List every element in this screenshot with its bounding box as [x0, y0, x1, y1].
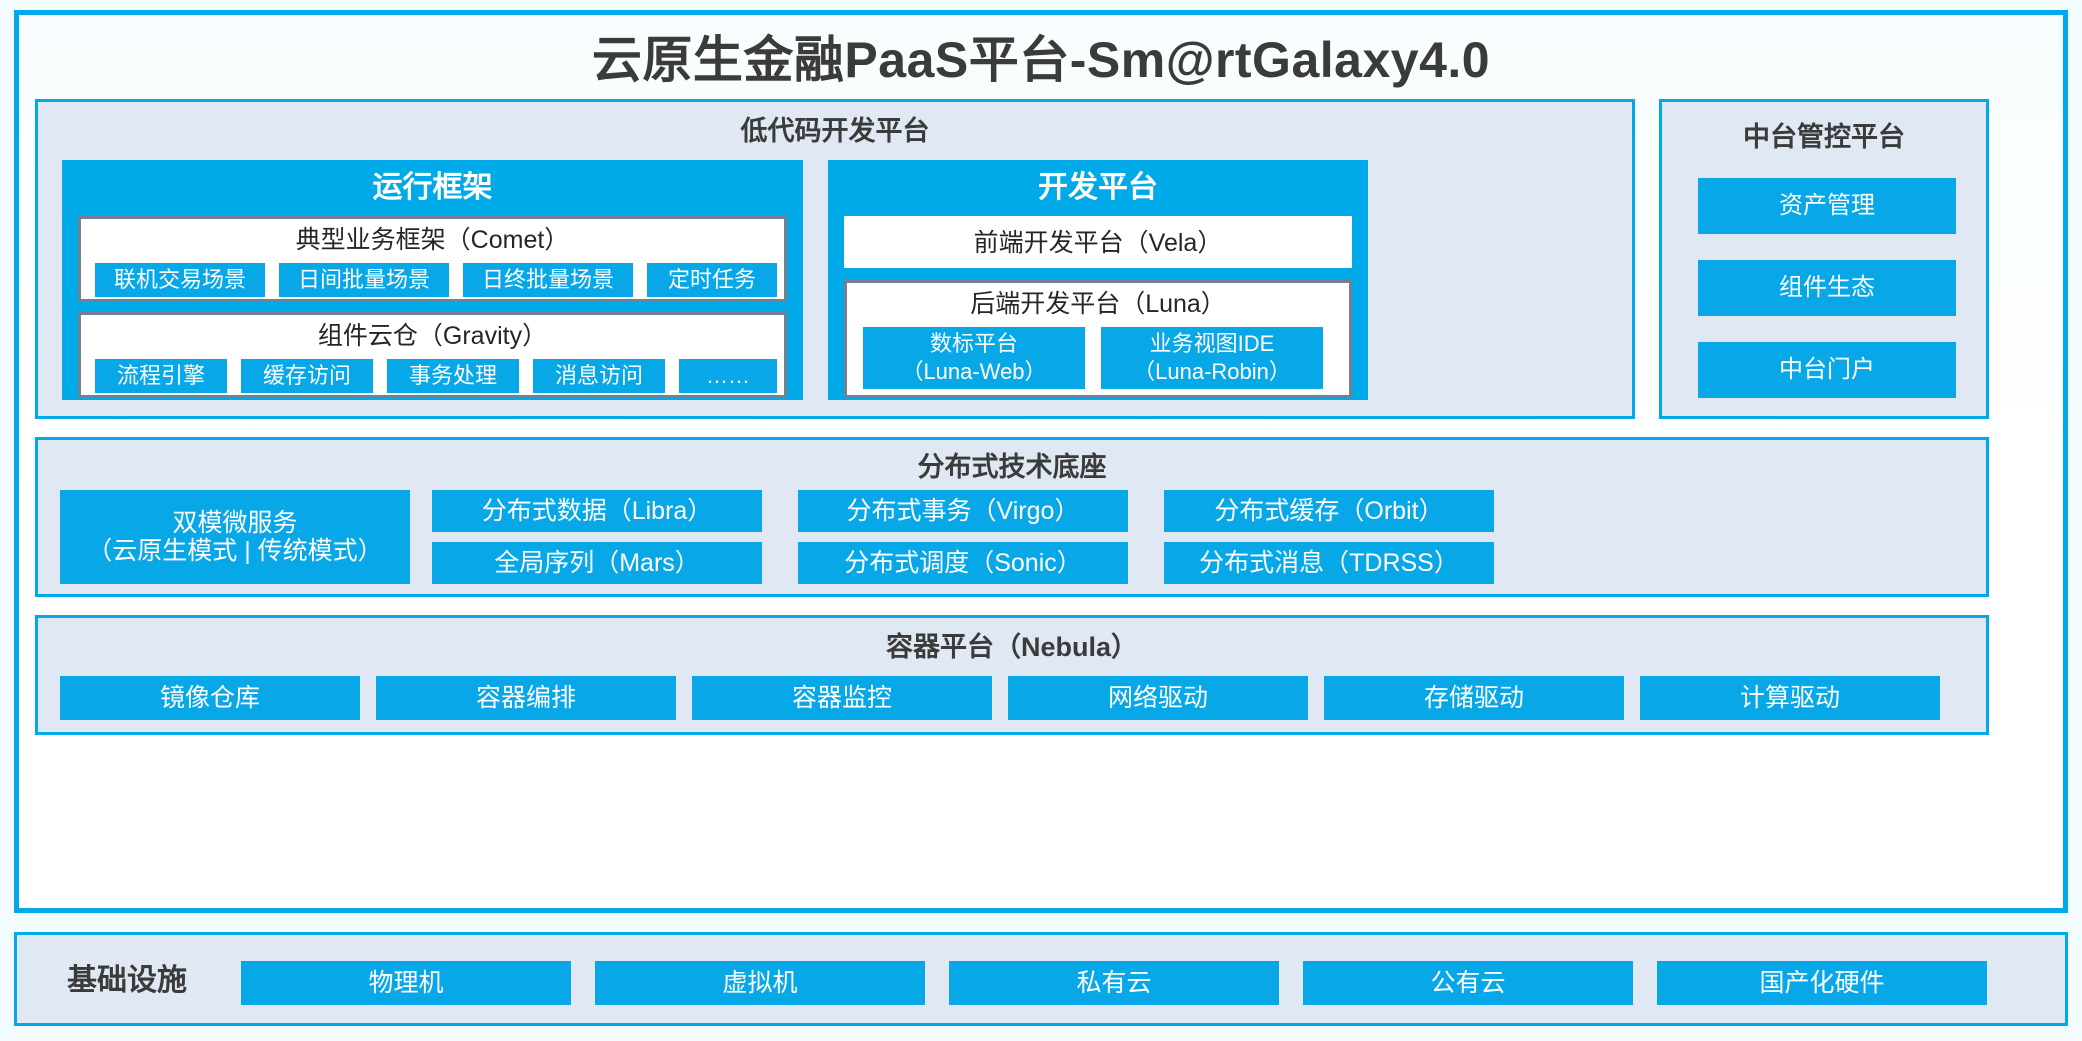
chip-domestic-hardware[interactable]: 国产化硬件: [1657, 961, 1987, 1005]
chip-distributed-transaction-virgo[interactable]: 分布式事务（Virgo）: [798, 490, 1128, 532]
midoffice-platform-title: 中台管控平台: [1743, 122, 1905, 152]
chip-container-monitoring[interactable]: 容器监控: [692, 676, 992, 720]
chip-physical-machine[interactable]: 物理机: [241, 961, 571, 1005]
chip-online-transaction-scenario[interactable]: 联机交易场景: [95, 263, 265, 297]
chip-container-orchestration[interactable]: 容器编排: [376, 676, 676, 720]
vela-card[interactable]: 前端开发平台（Vela）: [844, 216, 1352, 268]
chip-process-engine[interactable]: 流程引擎: [95, 359, 227, 393]
chip-network-driver[interactable]: 网络驱动: [1008, 676, 1308, 720]
comet-title: 典型业务框架（Comet）: [295, 226, 570, 254]
runtime-framework-title: 运行框架: [372, 171, 493, 204]
chip-eod-batch-scenario[interactable]: 日终批量场景: [463, 263, 633, 297]
chip-private-cloud[interactable]: 私有云: [949, 961, 1279, 1005]
container-platform-panel: 容器平台（Nebula） 镜像仓库 容器编排 容器监控 网络驱动 存储驱动 计算…: [35, 615, 1989, 735]
development-platform-section: 开发平台 前端开发平台（Vela） 后端开发平台（Luna） 数标平台 （Lun…: [828, 160, 1368, 400]
lowcode-platform-title: 低代码开发平台: [740, 116, 930, 146]
chip-image-repository[interactable]: 镜像仓库: [60, 676, 360, 720]
chip-storage-driver[interactable]: 存储驱动: [1324, 676, 1624, 720]
gravity-card: 组件云仓（Gravity） 流程引擎 缓存访问 事务处理 消息访问 ……: [78, 312, 787, 398]
chip-midoffice-portal[interactable]: 中台门户: [1698, 342, 1956, 398]
container-platform-title: 容器平台（Nebula）: [885, 632, 1139, 662]
chip-component-ecosystem[interactable]: 组件生态: [1698, 260, 1956, 316]
chip-intraday-batch-scenario[interactable]: 日间批量场景: [279, 263, 449, 297]
luna-title: 后端开发平台（Luna）: [970, 290, 1226, 318]
infrastructure-bar: 基础设施 物理机 虚拟机 私有云 公有云 国产化硬件: [14, 932, 2068, 1026]
chip-compute-driver[interactable]: 计算驱动: [1640, 676, 1940, 720]
chip-distributed-scheduling-sonic[interactable]: 分布式调度（Sonic）: [798, 542, 1128, 584]
vela-title: 前端开发平台（Vela）: [973, 229, 1223, 257]
chip-distributed-message-tdrss[interactable]: 分布式消息（TDRSS）: [1164, 542, 1494, 584]
chip-scheduled-task[interactable]: 定时任务: [647, 263, 777, 297]
chip-luna-robin[interactable]: 业务视图IDE （Luna-Robin）: [1101, 327, 1323, 389]
chip-cache-access[interactable]: 缓存访问: [241, 359, 373, 393]
comet-card: 典型业务框架（Comet） 联机交易场景 日间批量场景 日终批量场景 定时任务: [78, 216, 787, 302]
distributed-base-title: 分布式技术底座: [917, 452, 1107, 482]
chip-message-access[interactable]: 消息访问: [533, 359, 665, 393]
main-platform-frame: 云原生金融PaaS平台-Sm@rtGalaxy4.0 低代码开发平台 运行框架 …: [14, 10, 2068, 913]
chip-virtual-machine[interactable]: 虚拟机: [595, 961, 925, 1005]
infrastructure-label: 基础设施: [67, 964, 187, 997]
chip-public-cloud[interactable]: 公有云: [1303, 961, 1633, 1005]
chip-luna-web[interactable]: 数标平台 （Luna-Web）: [863, 327, 1085, 389]
chip-asset-management[interactable]: 资产管理: [1698, 178, 1956, 234]
gravity-title: 组件云仓（Gravity）: [317, 322, 548, 350]
runtime-framework-section: 运行框架 典型业务框架（Comet） 联机交易场景 日间批量场景 日终批量场景 …: [62, 160, 803, 400]
distributed-base-panel: 分布式技术底座 双模微服务 （云原生模式 | 传统模式） 分布式数据（Libra…: [35, 437, 1989, 597]
lowcode-platform-panel: 低代码开发平台 运行框架 典型业务框架（Comet） 联机交易场景 日间批量场景…: [35, 99, 1635, 419]
chip-distributed-data-libra[interactable]: 分布式数据（Libra）: [432, 490, 762, 532]
chip-global-sequence-mars[interactable]: 全局序列（Mars）: [432, 542, 762, 584]
page-title: 云原生金融PaaS平台-Sm@rtGalaxy4.0: [591, 32, 1491, 88]
chip-dual-mode-microservice[interactable]: 双模微服务 （云原生模式 | 传统模式）: [60, 490, 410, 584]
chip-more-ellipsis[interactable]: ……: [679, 359, 777, 393]
midoffice-platform-panel: 中台管控平台 资产管理 组件生态 中台门户: [1659, 99, 1989, 419]
luna-card: 后端开发平台（Luna） 数标平台 （Luna-Web） 业务视图IDE （Lu…: [844, 280, 1352, 398]
chip-distributed-cache-orbit[interactable]: 分布式缓存（Orbit）: [1164, 490, 1494, 532]
development-platform-title: 开发平台: [1038, 171, 1158, 204]
chip-transaction-processing[interactable]: 事务处理: [387, 359, 519, 393]
